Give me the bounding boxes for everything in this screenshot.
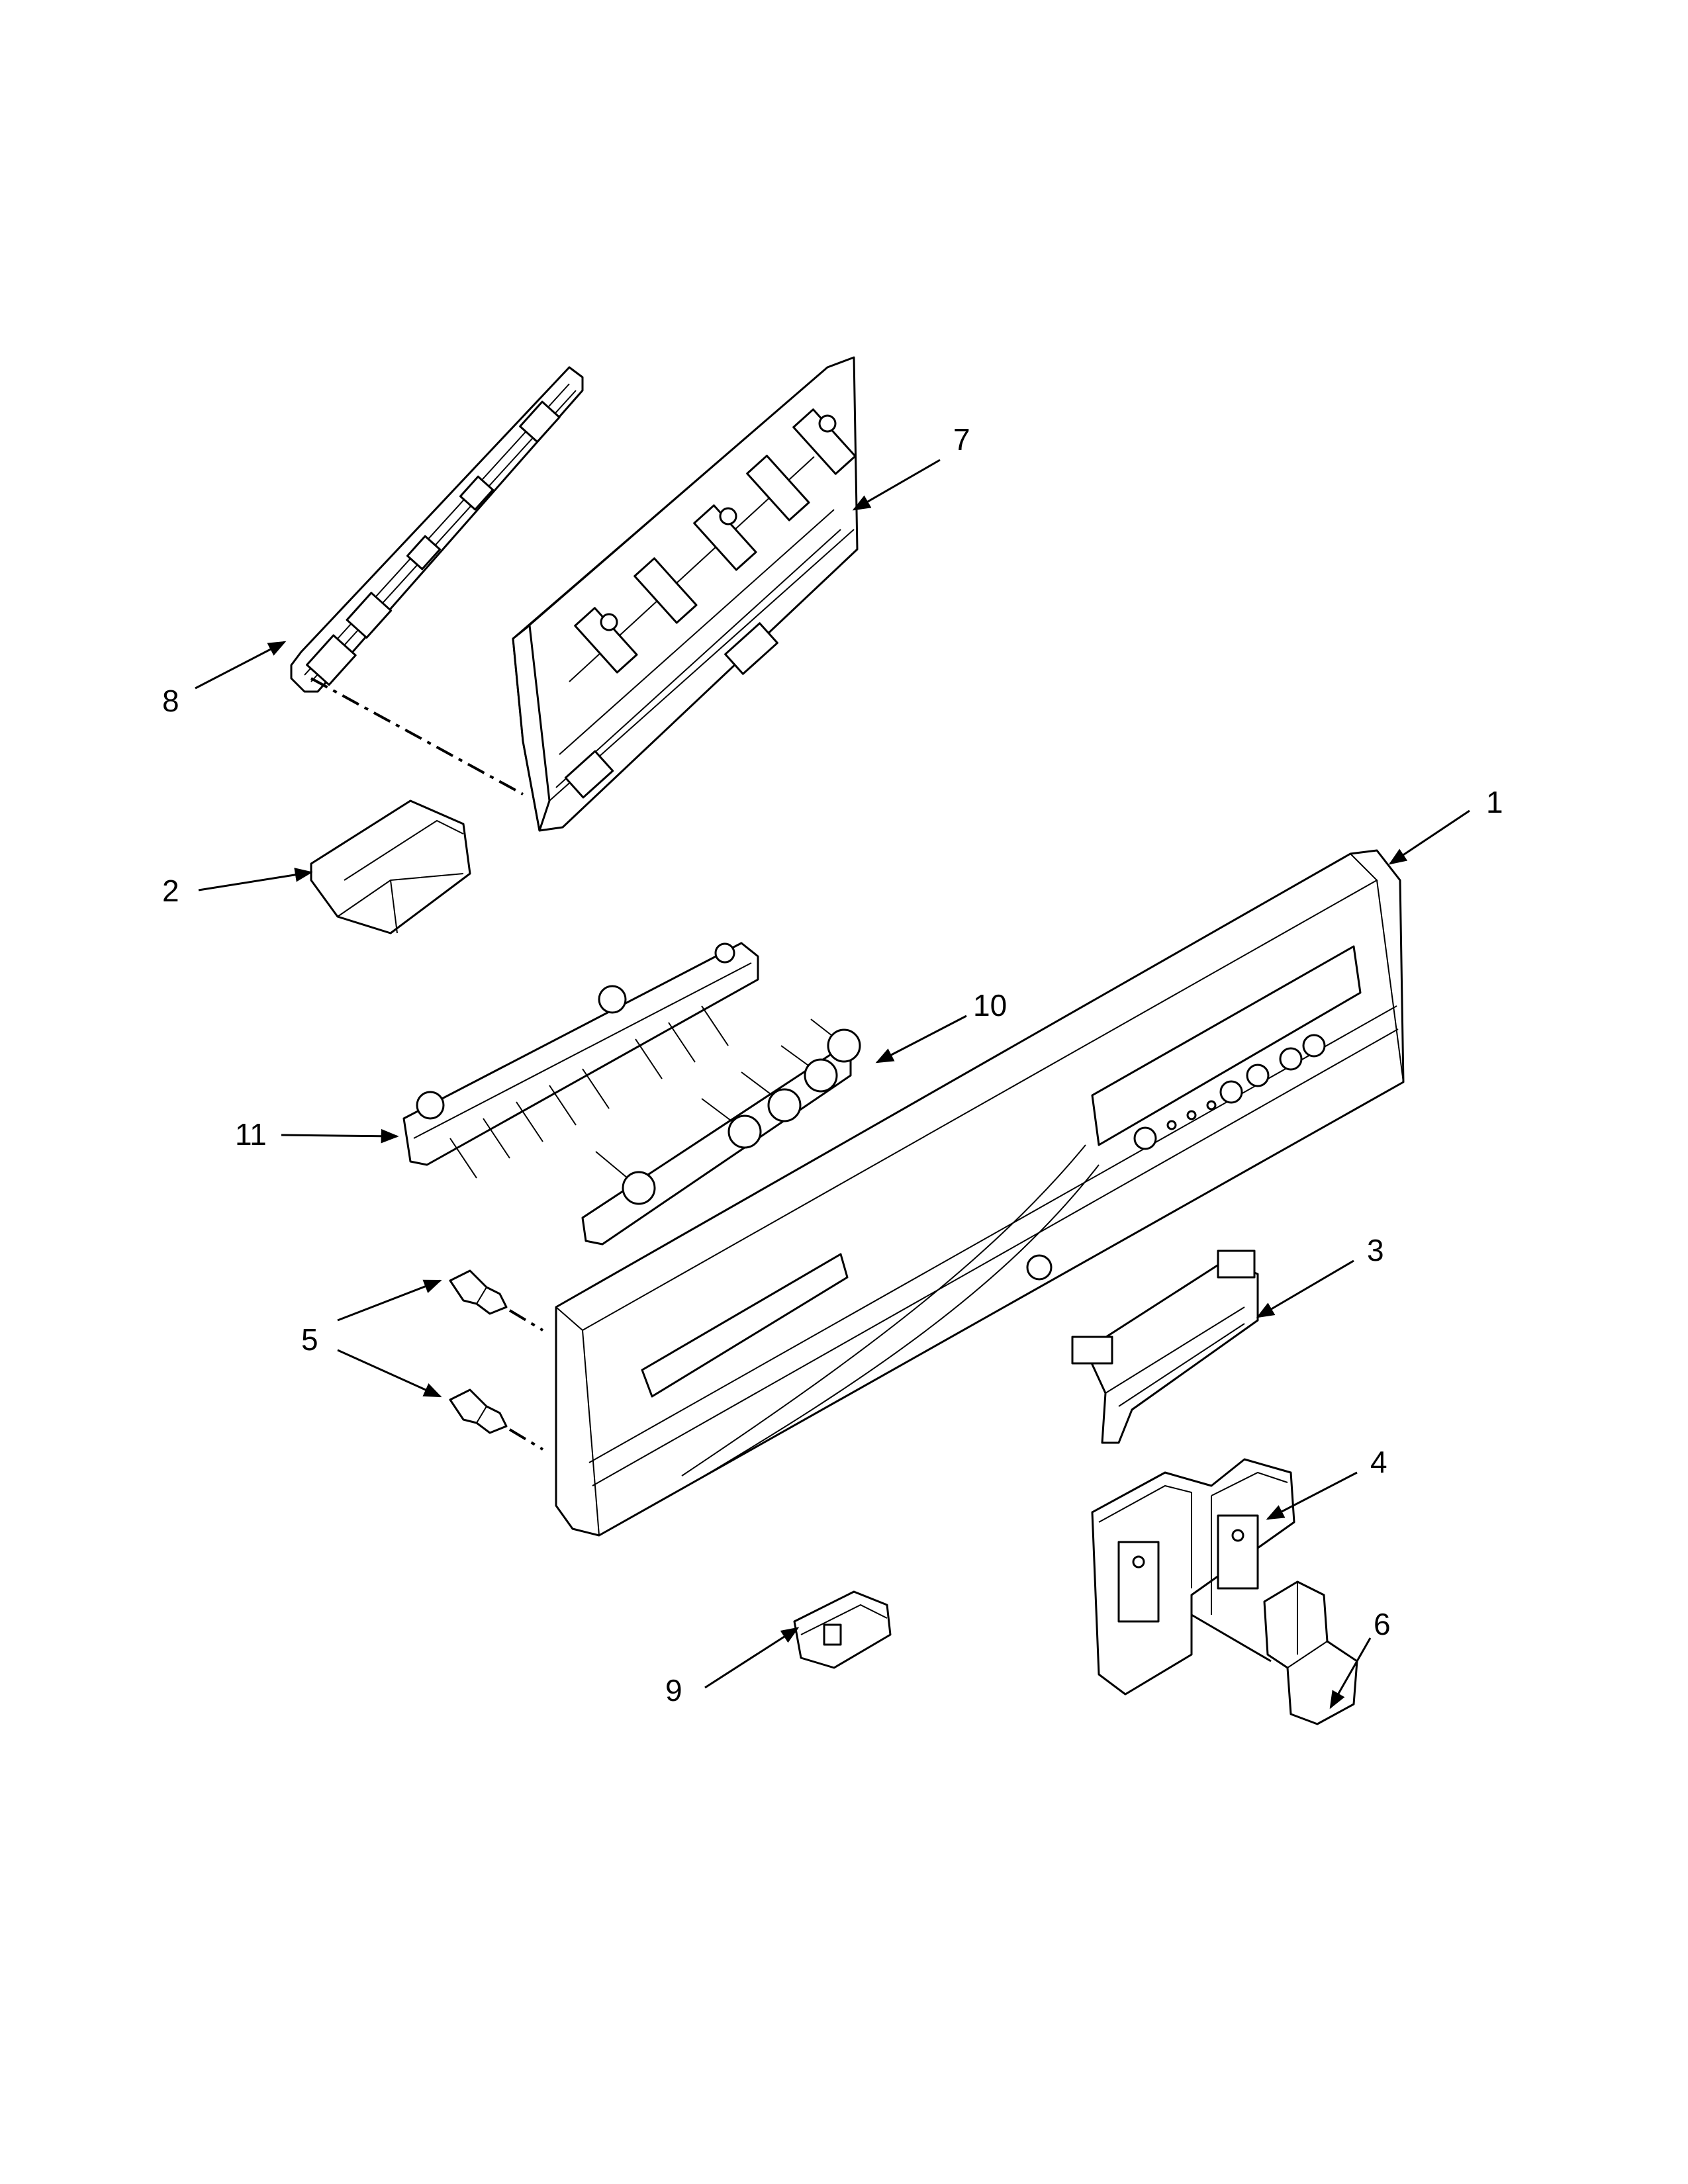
part-1-console-panel xyxy=(555,849,1405,1537)
part-3-latch-bracket xyxy=(1071,1250,1259,1444)
callout-9-label: 9 xyxy=(665,1673,682,1707)
part-6-actuator xyxy=(1191,1580,1358,1725)
part-10-buttons xyxy=(581,1019,861,1246)
callout-3-label: 3 xyxy=(1367,1233,1384,1267)
callout-6: 6 xyxy=(1329,1607,1391,1709)
callout-5-label: 5 xyxy=(301,1322,318,1357)
part-5-screw-lower xyxy=(449,1388,508,1434)
part-9-switch xyxy=(793,1590,892,1669)
part-7-control-module xyxy=(512,356,859,832)
part-2-cover xyxy=(310,799,471,934)
callout-11-label: 11 xyxy=(235,1117,267,1152)
part-5-screw-upper xyxy=(449,1269,508,1315)
callout-3: 3 xyxy=(1256,1233,1384,1318)
alignment-line xyxy=(310,677,524,796)
callout-9: 9 xyxy=(665,1627,800,1707)
callout-4-label: 4 xyxy=(1370,1445,1387,1479)
callout-2: 2 xyxy=(162,868,313,908)
callout-8-label: 8 xyxy=(162,684,179,718)
callout-10: 10 xyxy=(875,988,1007,1064)
callout-2-label: 2 xyxy=(162,874,179,908)
callout-10-label: 10 xyxy=(973,988,1007,1023)
callout-4: 4 xyxy=(1266,1445,1387,1520)
part-4-door-latch xyxy=(1091,1458,1295,1696)
part-8-bracket xyxy=(290,366,584,693)
callout-6-label: 6 xyxy=(1374,1607,1391,1641)
callout-1-label: 1 xyxy=(1486,785,1503,819)
callout-7-label: 7 xyxy=(953,422,970,457)
part-11-button-carrier xyxy=(402,942,759,1179)
callout-5: 5 xyxy=(301,1279,442,1398)
callout-1: 1 xyxy=(1388,785,1503,865)
callout-8: 8 xyxy=(162,641,287,718)
callout-7: 7 xyxy=(852,422,970,511)
callout-11: 11 xyxy=(235,1117,399,1152)
